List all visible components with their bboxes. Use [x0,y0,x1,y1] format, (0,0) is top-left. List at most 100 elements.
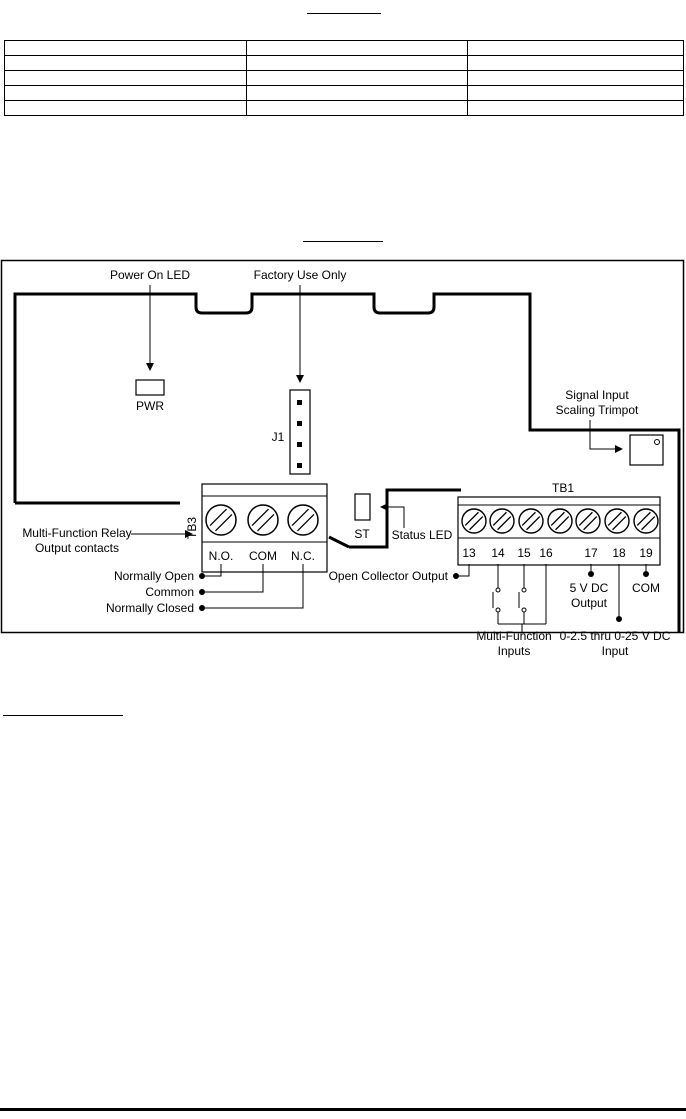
section-heading-rule [3,715,123,716]
board-inner-cutout [328,535,350,549]
terminal-screw [633,508,659,534]
top-heading-rule [307,13,381,14]
tb1-terminal-label: 14 [491,546,505,560]
table-cell [4,40,247,56]
screw-slot [464,511,479,526]
trimpot-arrow [589,420,623,453]
table-cell [246,70,468,86]
terminal-screw [287,504,319,536]
st-led [354,493,371,521]
tb3-label: TB3 [185,517,199,539]
pwr-led [135,379,165,396]
table-row [4,40,684,56]
tb1-label: TB1 [552,481,574,495]
specification-table [4,40,684,116]
analog-input-line1: 0-2.5 thru 0-25 V DC [560,629,671,643]
analog-input-line2: Input [602,644,629,658]
tb1-terminal-label: 17 [584,546,598,560]
table-cell [4,70,247,86]
status-led-label: Status LED [392,528,453,542]
table-cell [467,85,684,101]
screw-slot [607,511,622,526]
board-outline [13,292,681,632]
open-collector-dot [453,573,459,579]
screw-slot [550,511,565,526]
st-label: ST [354,527,370,541]
screw-slot [492,511,507,526]
figure-heading-rule [303,241,383,242]
five-v-dot [588,571,594,577]
trimpot-screw [654,439,660,445]
relay-label-line2: Output contacts [35,541,119,555]
tb1-block [457,496,661,566]
com-terminal-label: COM [632,581,660,595]
j1-header [289,389,311,475]
mf-inputs-line2: Inputs [498,644,531,658]
trimpot [629,434,664,466]
terminal-screw [489,508,515,534]
terminal-screw [518,508,544,534]
scaling-trimpot-label: Scaling Trimpot [556,403,639,417]
screw-slot [521,511,536,526]
tb1-screws [461,508,659,534]
signal-input-label: Signal Input [565,388,629,402]
screw-slot [526,516,541,531]
screw-slot [209,508,228,527]
j1-label: J1 [272,430,285,444]
five-v-line2: Output [571,596,608,610]
terminal-screw [461,508,487,534]
tb1-terminal-label: 15 [517,546,531,560]
tb3-screws [205,504,319,536]
table-cell [246,40,468,56]
tb3-terminal-label: COM [249,549,277,563]
table-row [4,85,684,101]
normally-open-label: Normally Open [114,569,194,583]
open-collector-label: Open Collector Output [329,569,449,583]
tb3-terminal-label: N.O. [209,549,234,563]
analog-input-dot [616,616,622,622]
com-dot [643,571,649,577]
terminal-screw [205,504,237,536]
relay-leads [205,564,304,609]
wiring-diagram: Power On LED PWR Factory Use Only J1 Sig… [0,259,685,658]
tb1-terminal-label: 19 [639,546,653,560]
table-cell [467,40,684,56]
relay-lead-dots [199,573,205,611]
tb3-block [201,483,328,573]
table-cell [467,70,684,86]
table-cell [467,100,684,116]
terminal-screw [247,504,279,536]
power-on-led-label: Power On LED [110,268,190,282]
screw-slot [555,516,570,531]
screw-slot [256,513,275,532]
screw-slot [291,508,310,527]
screw-slot [296,513,315,532]
screw-slot [214,513,233,532]
table-cell [4,100,247,116]
status-led-arrow [380,503,405,528]
screw-slot [578,511,593,526]
terminal-screw [575,508,601,534]
table-cell [246,55,468,71]
table-row [4,70,684,86]
table-cell [246,100,468,116]
open-collector-lead [458,564,470,577]
factory-use-label: Factory Use Only [254,268,347,282]
screw-slot [469,516,484,531]
footer-rule [0,1108,686,1111]
relay-label-line1: Multi-Function Relay [22,526,131,540]
tb1-terminal-label: 18 [612,546,626,560]
table-cell [467,55,684,71]
screw-slot [583,516,598,531]
diagram-frame [0,259,685,634]
table-cell [246,85,468,101]
table-row [4,55,684,71]
mf-inputs-line1: Multi-Function [476,629,551,643]
tb1-terminal-label: 16 [539,546,553,560]
terminal-screw [547,508,573,534]
common-label: Common [145,585,194,599]
table-cell [4,55,247,71]
screw-slot [612,516,627,531]
